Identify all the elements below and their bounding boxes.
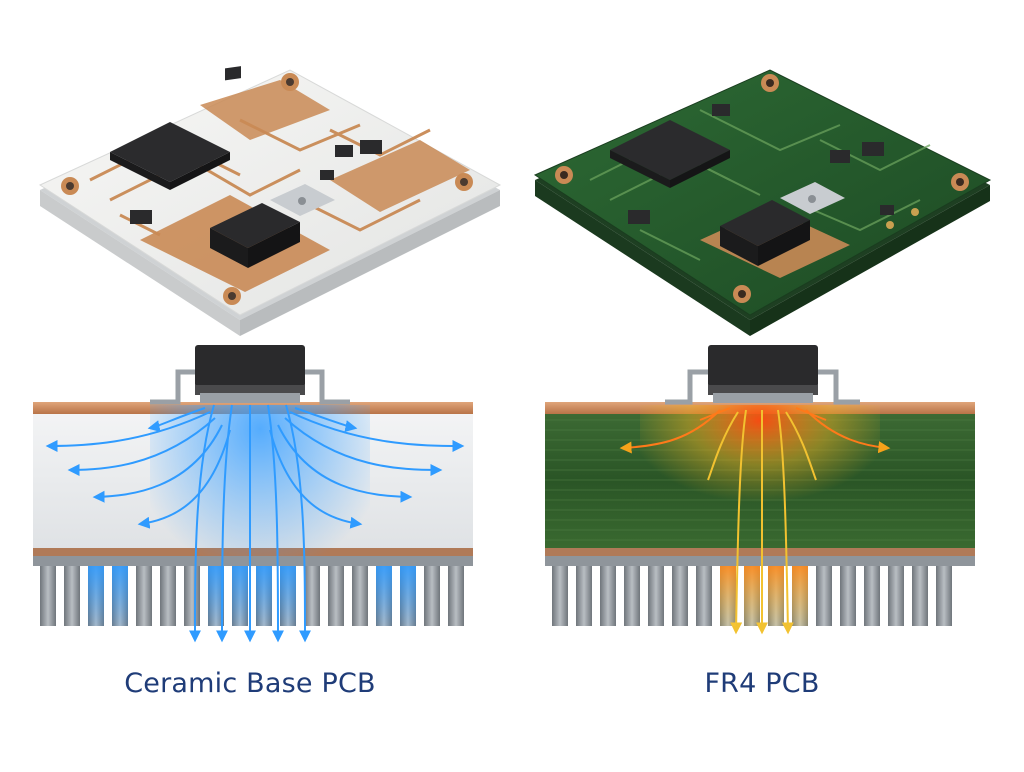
ceramic-heatsink-base <box>33 556 473 566</box>
fr4-heatsink-base <box>545 556 975 566</box>
ceramic-power-component <box>195 345 305 387</box>
fr4-cross-section-heat-flow <box>545 345 975 635</box>
fr4-power-component <box>708 345 818 387</box>
fr4-heat-glow <box>640 405 880 555</box>
ceramic-pcb-board-illustration <box>38 66 502 336</box>
ceramic-heat-arrows <box>45 404 465 643</box>
fr4-pcb-label: FR4 PCB <box>704 668 820 699</box>
ceramic-cross-section-heat-flow <box>33 345 473 645</box>
ceramic-lead-left <box>150 369 195 405</box>
ceramic-fin-heat-glow <box>88 566 416 626</box>
fr4-vertical-heat-arrows <box>707 409 817 635</box>
fr4-pcb-board-illustration <box>533 69 992 336</box>
fr4-lead-left <box>665 369 708 405</box>
fr4-lead-right <box>818 369 860 405</box>
fr4-heat-arrows <box>619 407 891 454</box>
ceramic-pcb-label: Ceramic Base PCB <box>124 668 376 699</box>
fr4-fin-heat-glow <box>720 566 808 626</box>
ceramic-lead-right <box>305 369 350 405</box>
